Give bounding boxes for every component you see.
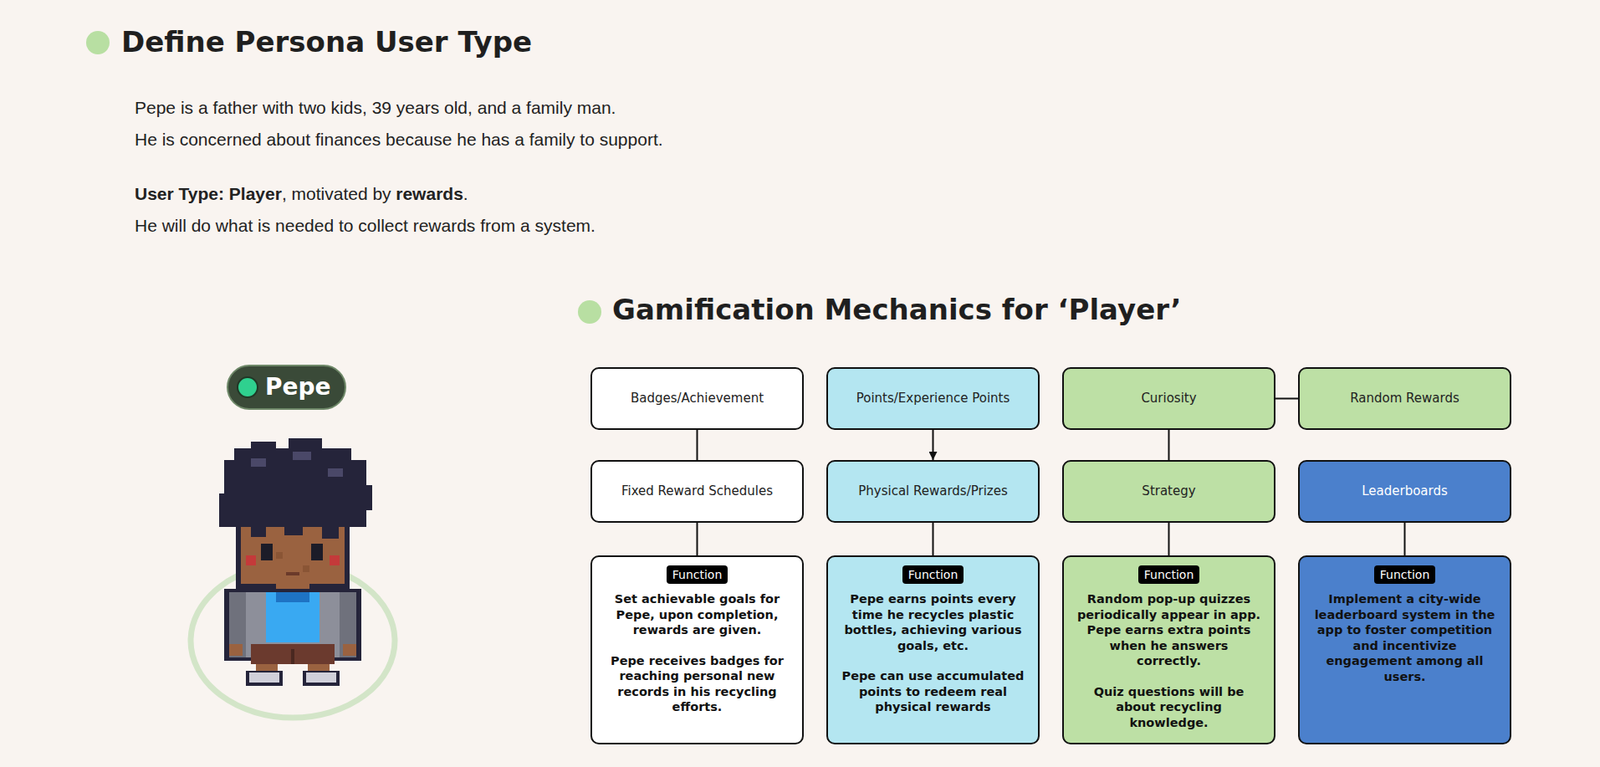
- connector: [1168, 522, 1171, 556]
- connector: [1168, 429, 1171, 461]
- page-title: Define Persona User Type: [121, 25, 532, 60]
- function-tag: Function: [902, 565, 965, 584]
- body-text: He is concerned about finances because h…: [134, 129, 664, 149]
- connector: [1275, 398, 1299, 400]
- node-label: Fixed Reward Schedules: [621, 483, 773, 501]
- pixel-character: [219, 438, 373, 686]
- node-label: Points/Experience Points: [856, 390, 1011, 408]
- heading-dot: [577, 300, 602, 324]
- node-label: Function: [1380, 567, 1431, 583]
- connector: [932, 522, 935, 556]
- function-text: Implement a city-wide leaderboard system…: [1311, 591, 1498, 685]
- status-dot: [236, 376, 259, 399]
- heading-dot: [86, 30, 110, 55]
- node-label: Function: [672, 567, 723, 583]
- function-box: Set achievable goals for Pepe, upon comp…: [590, 555, 804, 745]
- text-line: He will do what is needed to collect rew…: [134, 214, 596, 236]
- mechanic-box: Badges/Achievement: [590, 367, 804, 430]
- function-text: Pepe earns points every time he recycles…: [839, 591, 1027, 654]
- bold-text: rewards: [395, 184, 464, 204]
- node-label: Leaderboards: [1361, 483, 1448, 501]
- mechanic-box: Random Rewards: [1298, 367, 1512, 430]
- mechanic-box: Points/Experience Points: [826, 367, 1040, 430]
- function-box: Random pop-up quizzes periodically appea…: [1062, 555, 1276, 745]
- function-tag: Function: [666, 565, 729, 584]
- function-text: Set achievable goals for Pepe, upon comp…: [603, 591, 791, 639]
- text-line: He is concerned about finances because h…: [134, 128, 664, 150]
- node-label: Function: [1144, 567, 1195, 583]
- body-text: , motivated by: [281, 184, 392, 204]
- body-text: Pepe is a father with two kids, 39 years…: [134, 97, 616, 118]
- node-label: Random Rewards: [1349, 390, 1460, 408]
- node-label: Pepe: [265, 373, 332, 402]
- connector: [696, 429, 699, 461]
- ground-ring: [190, 563, 395, 718]
- function-box: Pepe earns points every time he recycles…: [826, 555, 1040, 745]
- function-text: Random pop-up quizzes periodically appea…: [1075, 591, 1263, 670]
- node-label: Curiosity: [1140, 390, 1197, 408]
- body-text: He will do what is needed to collect rew…: [134, 215, 596, 236]
- function-tag: Function: [1138, 565, 1201, 584]
- text-line: Pepe is a father with two kids, 39 years…: [134, 97, 616, 118]
- body-text: .: [463, 184, 469, 204]
- mechanic-box: Curiosity: [1062, 367, 1276, 430]
- function-text: Quiz questions will be about recycling k…: [1075, 684, 1263, 731]
- persona-badge: Pepe: [226, 364, 347, 410]
- connector: [1404, 522, 1406, 556]
- node-label: Strategy: [1141, 483, 1196, 501]
- bold-text: User Type: Player: [134, 184, 282, 204]
- function-text: Pepe receives badges for reaching person…: [603, 653, 791, 716]
- mechanic-box: Strategy: [1062, 460, 1276, 523]
- mechanic-box: Physical Rewards/Prizes: [826, 460, 1040, 523]
- text-line: User Type: Player, motivated byrewards.: [134, 183, 469, 205]
- section-heading: Gamification Mechanics for ‘Player’: [612, 292, 1181, 328]
- function-tag: Function: [1374, 565, 1437, 584]
- mechanic-box: Fixed Reward Schedules: [590, 460, 804, 523]
- mechanic-box: Leaderboards: [1298, 460, 1512, 523]
- function-box: Implement a city-wide leaderboard system…: [1298, 555, 1512, 745]
- node-label: Function: [908, 567, 959, 583]
- function-text: Pepe can use accumulated points to redee…: [839, 668, 1027, 716]
- node-label: Badges/Achievement: [630, 390, 764, 408]
- node-label: Physical Rewards/Prizes: [858, 483, 1008, 501]
- connector: [932, 429, 935, 461]
- connector: [696, 522, 699, 556]
